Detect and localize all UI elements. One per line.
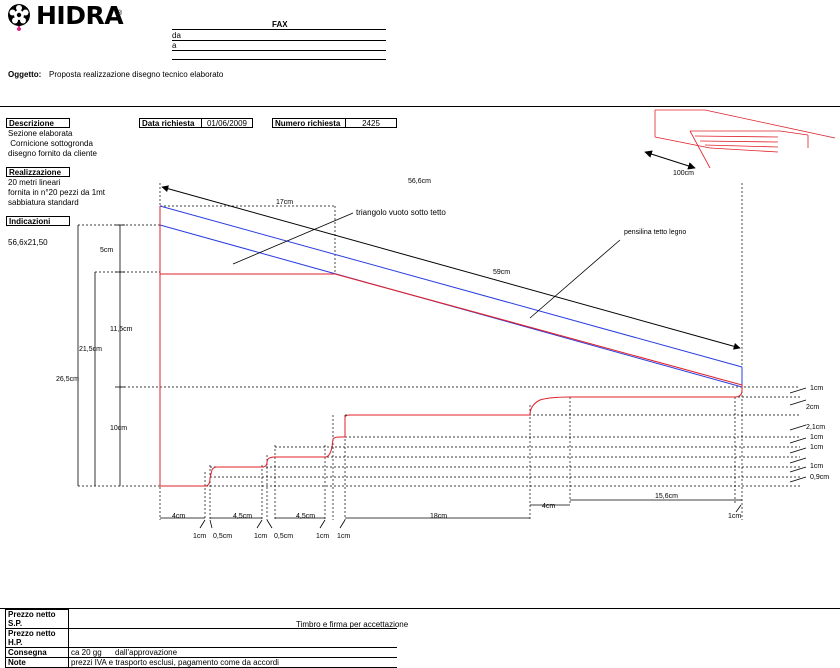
dim-label-10: 10cm	[110, 425, 128, 432]
descrizione-line: disegno fornito da cliente	[8, 149, 97, 158]
iso-sketch	[654, 109, 836, 169]
table-row: Consegna ca 20 gg dall'approvazione	[5, 647, 397, 658]
footer-row-value[interactable]: ca 20 gg dall'approvazione	[68, 647, 397, 658]
numero-richiesta-label: Numero richiesta	[272, 118, 346, 128]
right-dim-label: 1cm	[810, 463, 824, 470]
bottom-dim-label: 1cm	[316, 533, 330, 540]
right-dim-label: 2,1cm	[806, 424, 826, 431]
footer-row-value[interactable]	[68, 628, 397, 648]
bottom-dim-label: 1cm	[337, 533, 351, 540]
indicazioni-value: 56,6x21,50	[8, 238, 48, 247]
footer-divider	[0, 608, 840, 609]
fax-line-bottom	[172, 59, 386, 60]
indicazioni-label: Indicazioni	[6, 216, 70, 226]
technical-drawing	[77, 109, 836, 529]
left-dimensions	[77, 224, 125, 486]
table-row: Note prezzi IVA e trasporto esclusi, pag…	[5, 657, 397, 668]
realizzazione-line: 20 metri lineari	[8, 178, 61, 187]
timbro-label: Timbro e firma per accettazione	[296, 620, 409, 629]
bottom-dim-label: 4,5cm	[233, 513, 253, 520]
bottom-dim-label: 18cm	[430, 513, 448, 520]
dim-label-17: 17cm	[276, 199, 294, 206]
dim-label-11-5: 11,5cm	[110, 326, 133, 333]
oggetto-label: Oggetto:	[8, 70, 42, 79]
bottom-dim-label: 4cm	[172, 513, 186, 520]
callout-pensilina: pensilina tetto legno	[624, 229, 687, 236]
footer-row-label: Prezzo netto S.P.	[5, 609, 69, 629]
bottom-dim-label: 4,5cm	[296, 513, 316, 520]
right-dim-label: 1cm	[810, 385, 824, 392]
fax-da-label: da	[172, 31, 181, 40]
bottom-dim-label: 1cm	[728, 513, 742, 520]
realizzazione-label: Realizzazione	[6, 167, 70, 177]
right-dimension-leaders	[789, 387, 807, 483]
logo: HIDRA ®	[6, 2, 136, 32]
fax-a-line[interactable]	[172, 50, 386, 51]
signature-line[interactable]	[268, 647, 396, 648]
dim-arrow-top	[161, 185, 741, 350]
data-richiesta-label: Data richiesta	[139, 118, 202, 128]
numero-richiesta-value[interactable]: 2425	[345, 118, 397, 128]
descrizione-line: Cornicione sottogronda	[8, 139, 93, 148]
oggetto-value: Proposta realizzazione disegno tecnico e…	[49, 70, 224, 79]
descrizione-label: Descrizione	[6, 118, 70, 128]
header-divider	[0, 106, 840, 107]
fax-line-title	[172, 29, 386, 30]
callout-triangolo: triangolo vuoto sotto tetto	[356, 208, 446, 217]
flower-icon	[8, 4, 30, 31]
right-dim-label: 1cm	[810, 444, 824, 451]
realizzazione-line: fornita in n°20 pezzi da 1mt	[8, 188, 106, 197]
dim-label-5: 5cm	[100, 247, 114, 254]
fax-title: FAX	[272, 20, 288, 29]
realizzazione-line: sabbiatura standard	[8, 198, 79, 207]
bottom-dim-label: 15,6cm	[655, 493, 678, 500]
dim-label-59: 59cm	[493, 269, 511, 276]
fax-a-label: a	[172, 41, 177, 50]
bottom-dim-label: 4cm	[542, 503, 556, 510]
iso-dim-label: 100cm	[673, 170, 695, 177]
registered-mark: ®	[117, 10, 123, 17]
table-row: Prezzo netto S.P.	[5, 609, 397, 629]
footer-table: Prezzo netto S.P. Prezzo netto H.P. Cons…	[5, 609, 397, 668]
right-dim-label: 2cm	[806, 404, 820, 411]
dim-label-21-5: 21,5cm	[79, 346, 102, 353]
right-dim-label: 0,9cm	[810, 474, 830, 481]
right-dim-label: 1cm	[810, 434, 824, 441]
footer-row-label: Prezzo netto H.P.	[5, 628, 69, 648]
bottom-dim-label: 0,5cm	[213, 533, 233, 540]
descrizione-line: Sezione elaborata	[8, 129, 73, 138]
footer-row-value[interactable]: prezzi IVA e trasporto esclusi, pagament…	[68, 657, 397, 668]
construction-lines	[78, 183, 800, 520]
callout-leaders	[232, 212, 621, 319]
brand-wordmark: HIDRA	[36, 1, 124, 30]
table-row: Prezzo netto H.P.	[5, 628, 397, 648]
fax-da-line[interactable]	[172, 40, 386, 41]
dim-label-top: 56,6cm	[408, 178, 431, 185]
footer-row-label: Consegna	[5, 647, 69, 658]
bottom-dim-label: 1cm	[254, 533, 268, 540]
dim-label-26-5: 26,5cm	[56, 376, 79, 383]
bottom-dim-label: 1cm	[193, 533, 207, 540]
bottom-dim-label: 0,5cm	[274, 533, 294, 540]
iso-dim-arrow	[644, 150, 696, 170]
footer-row-label: Note	[5, 657, 69, 668]
data-richiesta-value[interactable]: 01/06/2009	[201, 118, 253, 128]
profile-outline	[159, 206, 743, 487]
